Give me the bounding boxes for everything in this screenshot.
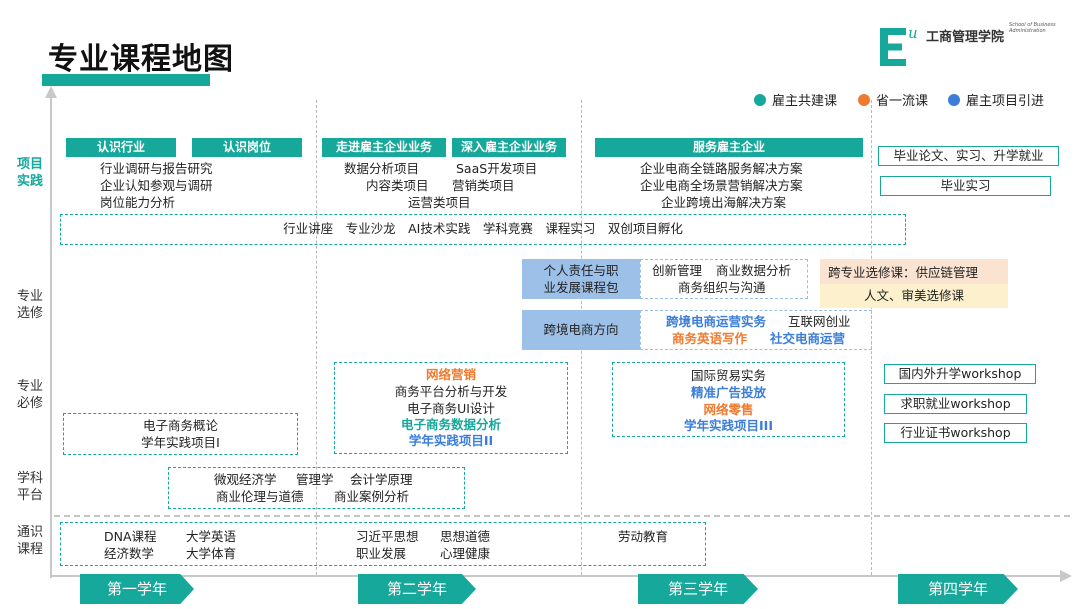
elective-course: 创新管理	[652, 263, 703, 278]
year-label-3: 第三学年	[638, 574, 758, 604]
legend-employer-project: 雇主项目引进	[948, 90, 1044, 109]
required-course: 网络零售	[703, 402, 754, 417]
project-y2-item: 营销类项目	[452, 178, 515, 193]
elective-group-1	[640, 259, 808, 299]
elective-course: 互联网创业	[788, 314, 851, 329]
platform-course: 微观经济学	[214, 472, 277, 487]
legend-provincial-course: 省一流课	[858, 90, 928, 109]
legend-label: 雇主项目引进	[966, 94, 1045, 109]
platform-course: 管理学	[296, 472, 334, 487]
project-bar-position: 认识岗位	[192, 138, 302, 157]
blue-dot-icon	[948, 93, 960, 106]
platform-box	[168, 467, 465, 509]
required-y1-box	[63, 413, 298, 455]
project-y4-graduation: 毕业论文、实习、升学就业	[878, 146, 1059, 166]
year-label-2: 第二学年	[358, 574, 476, 604]
elective-humanities: 人文、审美选修课	[820, 284, 1008, 308]
project-y1-item: 岗位能力分析	[100, 195, 176, 210]
required-course: 电子商务数据分析	[400, 417, 501, 432]
required-course: 国际贸易实务	[690, 368, 766, 383]
year-label-1: 第一学年	[80, 574, 194, 604]
page-title: 专业课程地图	[48, 42, 234, 77]
general-course: 大学体育	[186, 546, 237, 561]
required-course: 商务平台分析与开发	[394, 384, 508, 399]
required-course: 学年实践项目II	[408, 433, 494, 448]
project-y1-item: 行业调研与报告研究	[100, 161, 213, 176]
row-label-platform: 学科平台	[16, 471, 43, 503]
general-course: 职业发展	[356, 546, 407, 561]
project-y2-item: 数据分析项目	[344, 161, 420, 176]
elective-course: 社交电商运营	[770, 331, 846, 346]
required-course: 网络营销	[425, 367, 476, 382]
required-y2-box	[334, 362, 568, 454]
platform-course: 商业伦理与道德	[216, 489, 304, 504]
elective-course: 商务英语写作	[672, 331, 748, 346]
y-axis-arrow-icon	[45, 86, 57, 98]
logo-letter: u	[908, 24, 918, 42]
elective-course: 跨境电商运营实务	[666, 314, 767, 329]
teal-dot-icon	[754, 93, 766, 106]
general-box	[60, 522, 706, 566]
project-bar-serve-employer: 服务雇主企业	[595, 138, 863, 157]
required-course: 电子商务UI设计	[407, 401, 495, 416]
legend-label: 省一流课	[876, 94, 929, 109]
platform-course: 会计学原理	[350, 472, 413, 487]
project-y3-item: 企业电商全链路服务解决方案	[640, 161, 803, 176]
project-y3-item: 企业跨境出海解决方案	[661, 195, 787, 210]
title-underline	[42, 74, 210, 86]
project-y2-item: 内容类项目	[366, 178, 429, 193]
school-name: 工商管理学院	[926, 30, 1005, 45]
required-course: 电子商务概论	[142, 418, 218, 433]
x-axis	[50, 575, 1060, 577]
school-name-en: School of Business Administration	[1009, 22, 1056, 34]
legend-label: 雇主共建课	[772, 94, 838, 109]
row-label-project: 项目实践	[16, 157, 43, 189]
required-y3-box	[612, 362, 845, 437]
x-axis-arrow-icon	[1060, 570, 1072, 582]
elective-course: 商业数据分析	[716, 263, 792, 278]
elective-career-package: 个人责任与职业发展课程包	[522, 259, 640, 299]
elective-course: 商务组织与沟通	[678, 280, 766, 295]
y-axis	[50, 96, 52, 578]
general-course: 思想道德	[440, 529, 491, 544]
required-course: 精准广告投放	[690, 385, 766, 400]
project-bar-industry: 认识行业	[66, 138, 176, 157]
project-bar-deepen-employer: 深入雇主企业业务	[452, 138, 566, 157]
general-course: 劳动教育	[618, 529, 669, 544]
orange-dot-icon	[858, 93, 870, 106]
elective-crossborder-direction: 跨境电商方向	[522, 310, 640, 350]
project-y2-item: 运营类项目	[408, 195, 471, 210]
general-course: 经济数学	[104, 546, 155, 561]
project-bar-enter-employer: 走进雇主企业业务	[322, 138, 446, 157]
platform-course: 商业案例分析	[334, 489, 410, 504]
row-label-elective: 专业选修	[16, 289, 43, 321]
required-course: 学年实践项目III	[684, 418, 773, 433]
project-y1-item: 企业认知参观与调研	[100, 178, 213, 193]
year-label-4: 第四学年	[898, 574, 1018, 604]
general-divider	[54, 515, 1070, 517]
required-workshop: 求职就业workshop	[884, 394, 1027, 414]
elective-career-package-label: 个人责任与职业发展课程包	[543, 263, 619, 295]
elective-group-2	[640, 310, 872, 350]
row-label-required: 专业必修	[16, 379, 43, 411]
required-workshop: 行业证书workshop	[884, 423, 1027, 443]
project-y2-item: SaaS开发项目	[456, 161, 538, 176]
project-activities: 行业讲座 专业沙龙 AI技术实践 学科竞赛 课程实习 双创项目孵化	[60, 214, 906, 245]
required-workshop: 国内外升学workshop	[884, 364, 1036, 384]
required-course: 学年实践项目I	[141, 435, 220, 450]
general-course: 习近平思想	[356, 529, 419, 544]
project-y3-item: 企业电商全场景营销解决方案	[640, 178, 803, 193]
general-course: 心理健康	[440, 546, 491, 561]
legend-employer-cobuilt: 雇主共建课	[754, 90, 837, 109]
year-divider	[316, 100, 317, 575]
general-course: DNA课程	[104, 529, 157, 544]
row-label-general: 通识课程	[16, 525, 43, 557]
general-course: 大学英语	[186, 529, 237, 544]
project-y4-internship: 毕业实习	[880, 176, 1051, 196]
school-logo-icon	[880, 28, 906, 66]
elective-cross-major: 跨专业选修课：供应链管理	[820, 259, 1008, 287]
